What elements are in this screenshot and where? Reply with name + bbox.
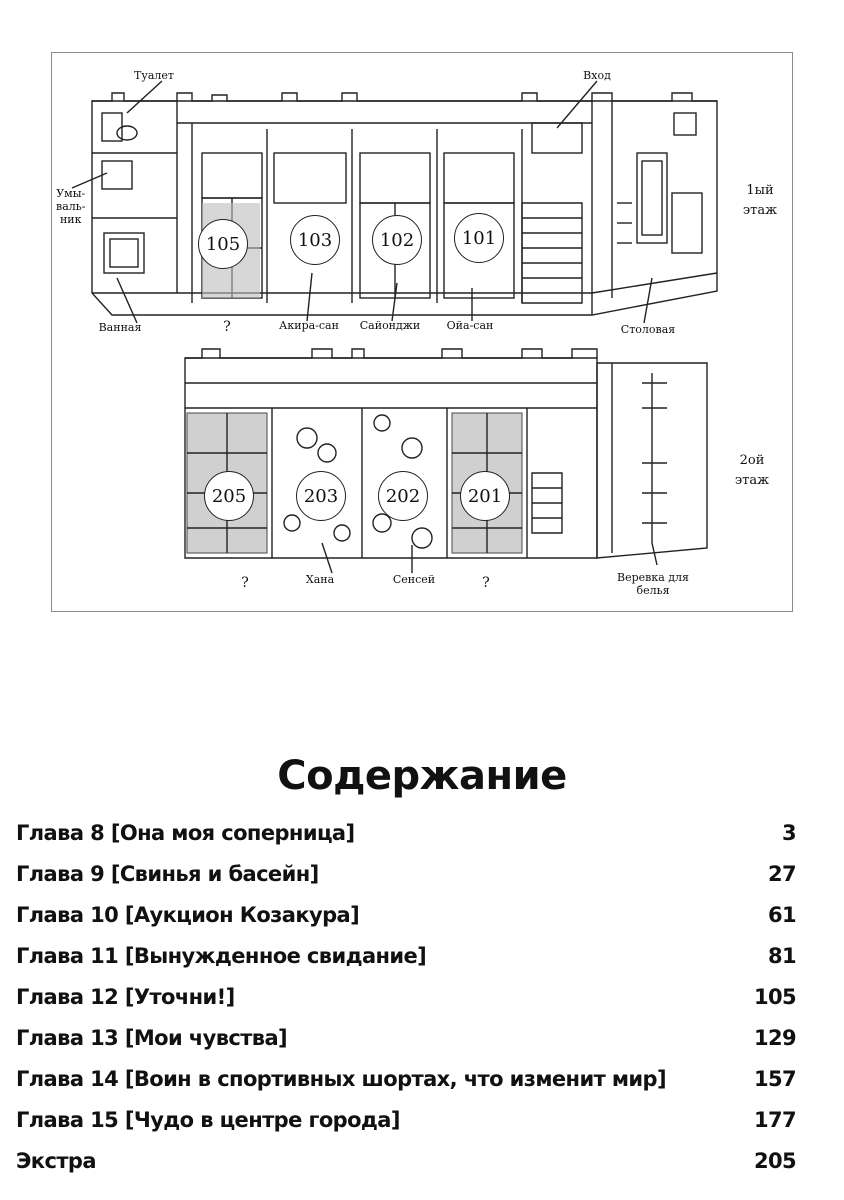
toc-entry-page: 205 — [753, 1148, 797, 1173]
room-number-201: 201 — [460, 471, 510, 521]
room-number-203: 203 — [296, 471, 346, 521]
toc-entry[interactable]: Экстра 205 — [16, 1140, 797, 1181]
label-saionji: Сайонджи — [359, 319, 421, 332]
toc-entry-label: Глава 15 [Чудо в центре города] — [16, 1107, 400, 1132]
toc-entry[interactable]: Глава 8 [Она моя соперница] 3 — [16, 812, 797, 853]
toc-entry-page: 27 — [767, 861, 797, 886]
room-number-205: 205 — [204, 471, 254, 521]
label-entrance: Вход — [583, 69, 611, 82]
toc-entry-page: 129 — [753, 1025, 797, 1050]
toc-entry[interactable]: Глава 14 [Воин в спортивных шортах, что … — [16, 1058, 797, 1099]
toc-entry-label: Глава 13 [Мои чувства] — [16, 1025, 288, 1050]
toc-entry[interactable]: Глава 12 [Уточни!] 105 — [16, 976, 797, 1017]
label-unknown-1: ? — [223, 319, 231, 335]
toc-entry-label: Глава 12 [Уточни!] — [16, 984, 235, 1009]
floor-label-second: 2ой этаж — [734, 453, 770, 488]
toc-entry-label: Глава 8 [Она моя соперница] — [16, 820, 355, 845]
toc-entry-page: 81 — [767, 943, 797, 968]
toc-entry[interactable]: Глава 9 [Свинья и басейн] 27 — [16, 853, 797, 894]
floor-label-first: 1ый этаж — [742, 183, 778, 218]
toc-entry[interactable]: Глава 13 [Мои чувства] 129 — [16, 1017, 797, 1058]
toc-entry-label: Глава 14 [Воин в спортивных шортах, что … — [16, 1066, 667, 1091]
label-akira: Акира-сан — [279, 319, 339, 332]
label-oya: Ойа-сан — [446, 319, 494, 332]
toc-entry-page: 157 — [753, 1066, 797, 1091]
label-unknown-3: ? — [482, 575, 490, 591]
room-number-102: 102 — [372, 215, 422, 265]
label-dining: Столовая — [620, 323, 676, 336]
toc-entry[interactable]: Глава 15 [Чудо в центре города] 177 — [16, 1099, 797, 1140]
room-number-103: 103 — [290, 215, 340, 265]
label-unknown-2: ? — [241, 575, 249, 591]
label-sink: Умы- валь- ник — [56, 187, 86, 226]
toc-entry[interactable]: Глава 11 [Вынужденное свидание] 81 — [16, 935, 797, 976]
toc-entry-page: 177 — [753, 1107, 797, 1132]
label-laundry: Веревка для белья — [617, 571, 689, 597]
label-bath: Ванная — [98, 321, 142, 334]
label-toilet: Туалет — [134, 69, 174, 82]
room-number-105: 105 — [198, 219, 248, 269]
toc-entry-page: 61 — [767, 902, 797, 927]
toc-entry-page: 3 — [781, 820, 797, 845]
floorplan-illustration: Туалет Вход Умы- валь- ник Ванная ? Акир… — [51, 52, 793, 612]
toc-entry-label: Глава 10 [Аукцион Козакура] — [16, 902, 360, 927]
label-sensei: Сенсей — [392, 573, 436, 586]
toc-list: Глава 8 [Она моя соперница] 3 Глава 9 [С… — [16, 812, 797, 1181]
floorplan-drawing — [71, 80, 718, 574]
toc-title: Содержание — [277, 753, 567, 799]
toc-entry-label: Глава 9 [Свинья и басейн] — [16, 861, 319, 886]
room-number-202: 202 — [378, 471, 428, 521]
toc-entry-page: 105 — [753, 984, 797, 1009]
toc-entry-label: Глава 11 [Вынужденное свидание] — [16, 943, 427, 968]
label-hana: Хана — [305, 573, 335, 586]
toc-entry-label: Экстра — [16, 1148, 96, 1173]
room-number-101: 101 — [454, 213, 504, 263]
toc-entry[interactable]: Глава 10 [Аукцион Козакура] 61 — [16, 894, 797, 935]
